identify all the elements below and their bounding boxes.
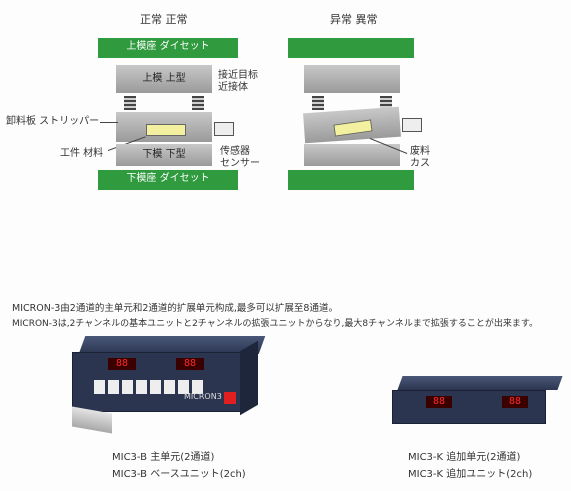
sensor-box	[214, 122, 234, 136]
right-sensor-box	[402, 118, 422, 132]
right-lower-die-block	[304, 144, 400, 166]
scrap-label: 废料 カス	[410, 146, 430, 169]
extension-unit-caption-1: MIC3-K 追加单元(2通道)	[408, 452, 521, 463]
extension-unit-caption-2: MIC3-K 追加ユニット(2ch)	[408, 469, 533, 480]
approach-target-label: 接近目标 近接体	[218, 70, 258, 93]
spring-left-2	[192, 96, 204, 110]
lower-seat-bar: 下模座 ダイセット	[98, 170, 238, 190]
description-line-1: MICRON-3由2通道的主单元和2通道的扩展单元构成,最多可以扩展至8通道。	[12, 303, 338, 314]
base-unit-side	[240, 340, 258, 416]
stripper-label: 卸料板 ストリッパー	[6, 116, 100, 127]
stripper-pointer	[100, 122, 118, 123]
right-upper-seat-bar	[288, 38, 414, 58]
key-row	[94, 380, 204, 396]
lower-die-block: 下模 下型	[116, 144, 212, 166]
lower-die-label: 下模 下型	[142, 149, 186, 160]
upper-seat-bar: 上模座 ダイセット	[98, 38, 238, 58]
upper-die-label: 上模 上型	[142, 73, 186, 84]
base-unit-caption-2: MIC3-B ベースユニット(2ch)	[112, 469, 246, 480]
workpiece-block	[146, 124, 186, 136]
base-unit-device: 88 88 MICRON3	[72, 336, 266, 434]
extension-unit-front	[392, 390, 546, 424]
diagram-right-title: 异常 異常	[330, 13, 378, 26]
extension-led-2: 88	[502, 396, 528, 408]
reset-button-red	[224, 392, 236, 404]
extension-unit-top	[397, 376, 563, 390]
spring-left-1	[124, 96, 136, 110]
diagram-left-title: 正常 正常	[140, 13, 188, 26]
base-unit-caption-1: MIC3-B 主单元(2通道)	[112, 452, 215, 463]
brand-label: MICRON3	[184, 392, 222, 401]
spring-right-1	[312, 96, 324, 110]
description-line-2: MICRON-3は,2チャンネルの基本ユニットと2チャンネルの拡張ユニットからな…	[12, 319, 538, 329]
led-display-2: 88	[176, 358, 204, 370]
sensor-label: 传感器 センサー	[220, 146, 260, 169]
extension-led-1: 88	[426, 396, 452, 408]
right-lower-seat-bar	[288, 170, 414, 190]
extension-unit-device: 88 88	[392, 376, 563, 436]
workpiece-label: 工件 材料	[60, 148, 104, 159]
led-display-1: 88	[108, 358, 136, 370]
right-upper-die-block	[304, 65, 400, 93]
spring-right-2	[380, 96, 392, 110]
upper-die-block: 上模 上型	[116, 65, 212, 93]
